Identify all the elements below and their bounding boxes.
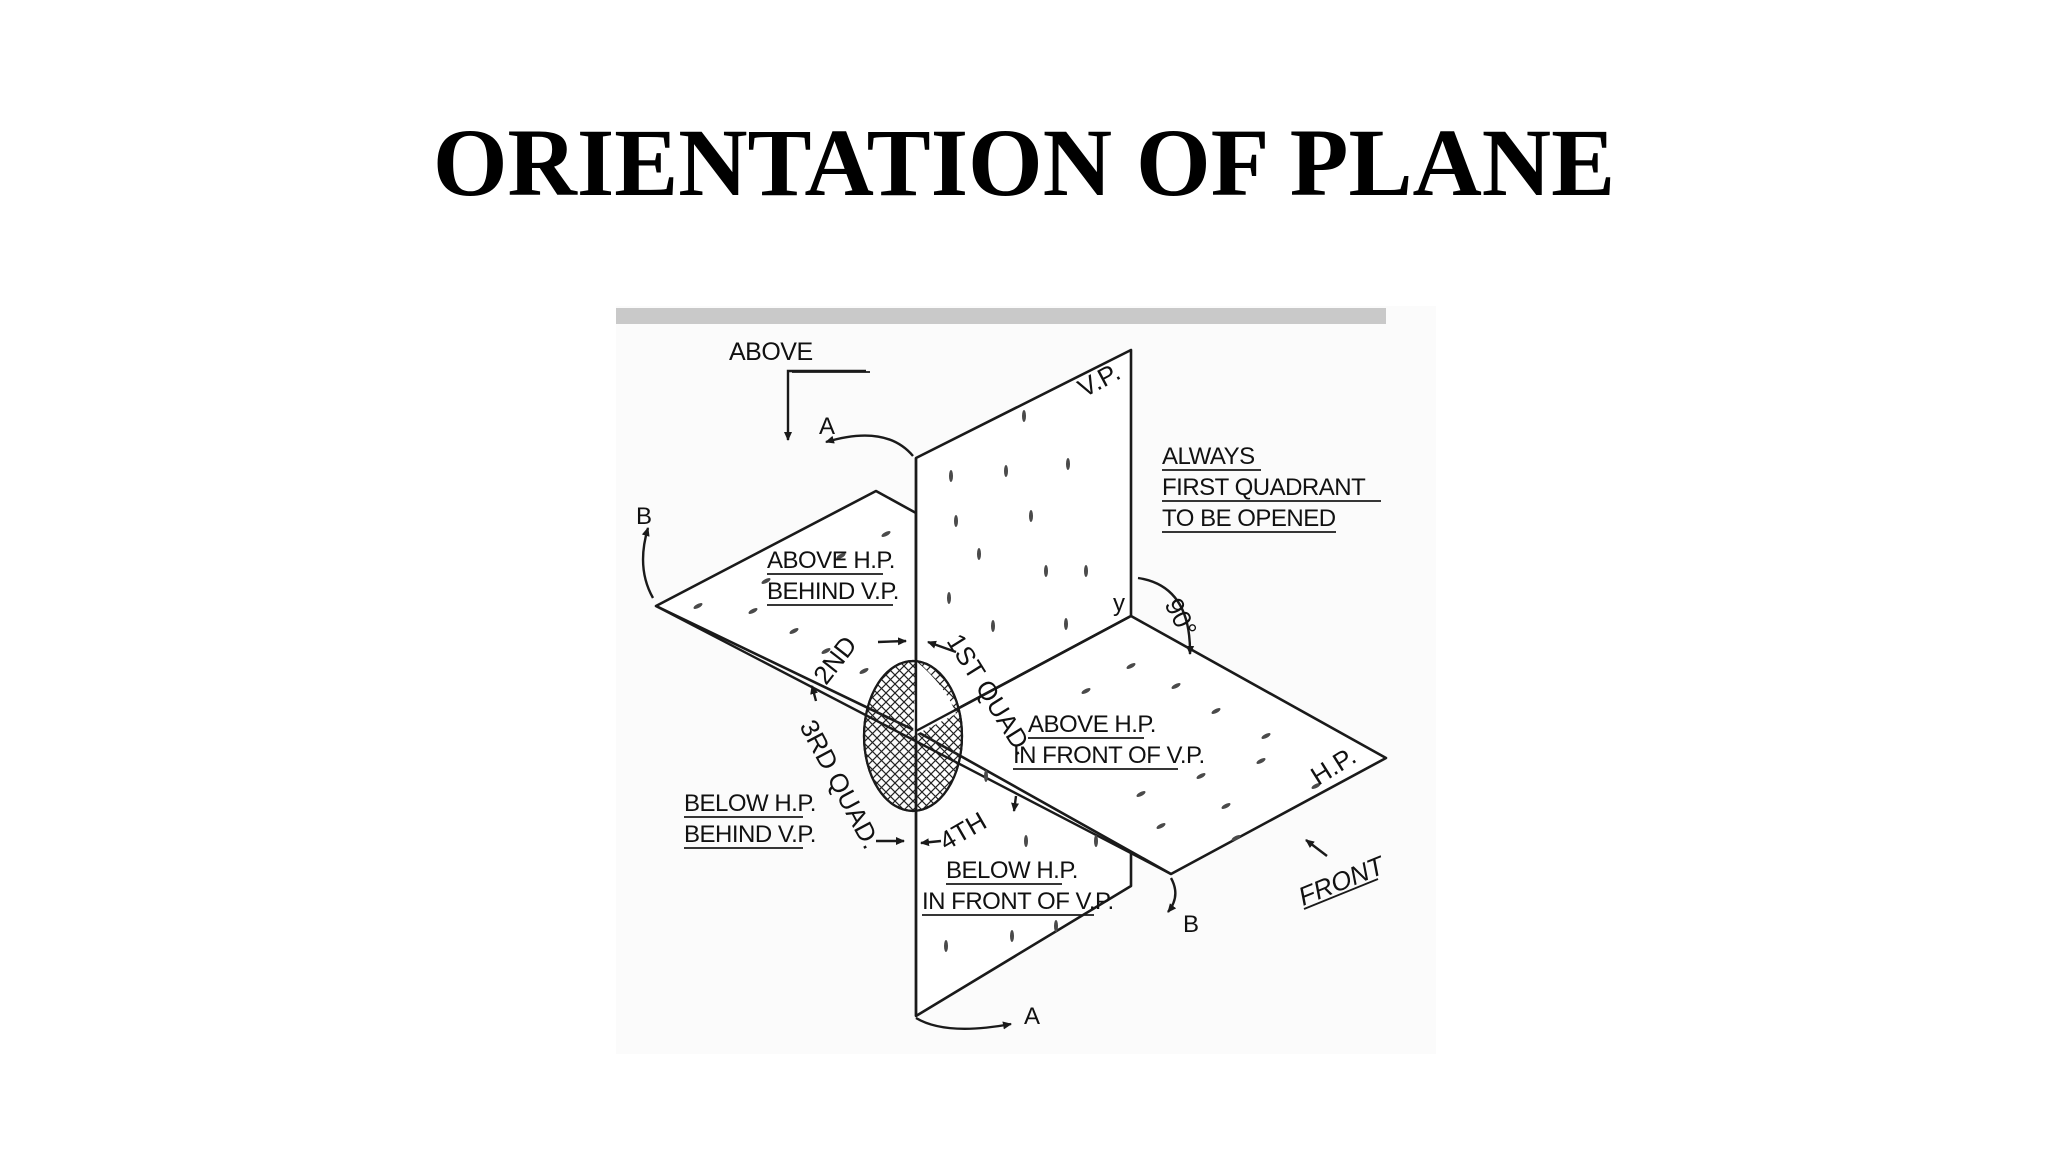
ellipse-cleared-part <box>913 661 956 736</box>
note-line-2: FIRST QUADRANT <box>1162 474 1366 501</box>
ring-arrow-5 <box>920 838 942 847</box>
note-line-1: ALWAYS <box>1162 443 1255 470</box>
q2-line-1: ABOVE H.P. <box>767 547 895 574</box>
hp-long-edge <box>655 604 1172 876</box>
label-y: y <box>1113 590 1125 617</box>
quadrant-diagram-svg: ABOVE V.P. ALWAYS FIRST QUADRANT TO BE O… <box>616 308 1390 1030</box>
xy-line <box>915 614 1132 733</box>
ring-arrow-3 <box>810 685 818 702</box>
label-a-bottom: A <box>1024 1003 1040 1030</box>
rotation-arrow-b-left <box>641 527 655 599</box>
ring-arrow-1 <box>877 637 907 646</box>
rotation-arrow-a-bottom <box>915 1016 1012 1030</box>
front-underline <box>1303 878 1379 910</box>
label-b-bottom: B <box>1183 911 1199 938</box>
q3-line-2: BEHIND V.P. <box>684 821 816 848</box>
label-a-top: A <box>819 413 835 440</box>
front-arrow <box>1305 839 1328 857</box>
label-above: ABOVE <box>729 338 813 366</box>
q4-line-1: BELOW H.P. <box>946 857 1078 884</box>
q1-line-2: IN FRONT OF V.P. <box>1013 742 1205 769</box>
quadrant-diagram: ABOVE V.P. ALWAYS FIRST QUADRANT TO BE O… <box>616 306 1436 1054</box>
page-title: ORIENTATION OF PLANE <box>432 109 1616 216</box>
ring-arrow-2 <box>927 640 957 654</box>
ninety-degree-arc <box>1137 576 1195 655</box>
q2-line-2: BEHIND V.P. <box>767 578 899 605</box>
scan-strip <box>616 308 1386 324</box>
rotation-arrow-a-top <box>825 434 914 457</box>
q1-line-1: ABOVE H.P. <box>1028 711 1156 738</box>
rotation-arrow-b-bottom <box>1167 877 1177 913</box>
note-line-3: TO BE OPENED <box>1162 505 1336 532</box>
ring-arrow-6 <box>1011 795 1020 812</box>
above-arrow <box>784 369 866 441</box>
q3-line-1: BELOW H.P. <box>684 790 816 817</box>
ellipse-outline <box>862 659 964 813</box>
speckles <box>693 410 1321 952</box>
q4-line-2: IN FRONT OF V.P. <box>922 888 1114 915</box>
label-b-left: B <box>636 503 652 530</box>
